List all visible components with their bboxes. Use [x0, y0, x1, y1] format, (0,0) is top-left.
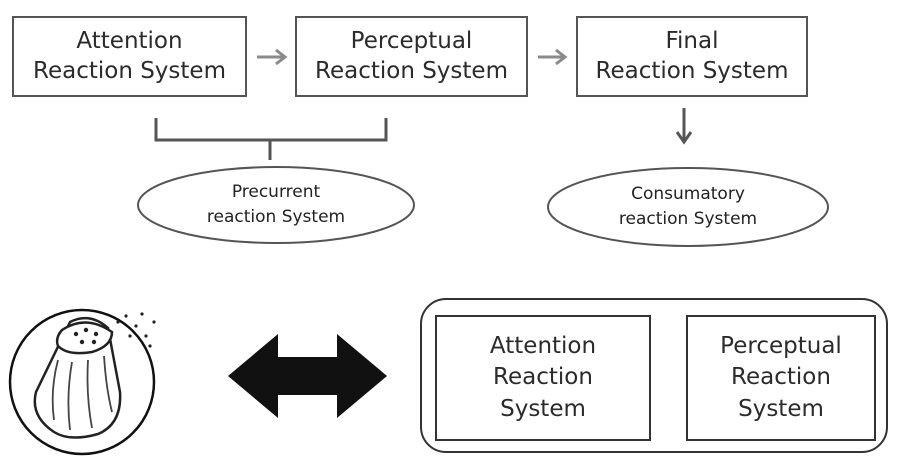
- salt-shaker-icon: [8, 308, 156, 456]
- oval-line: reaction System: [206, 207, 346, 227]
- box-line: Reaction: [493, 364, 593, 391]
- box-line: Attention: [76, 28, 183, 55]
- consumatory-reaction-system-label: Consumatory reaction System: [548, 168, 828, 246]
- consumatory-oval: [547, 167, 829, 247]
- box-line: Perceptual: [350, 28, 473, 55]
- final-reaction-system-box: Final Reaction System: [576, 16, 808, 97]
- panel-attention-reaction-system-box: Attention Reaction System: [435, 315, 651, 441]
- arrow-final-to-consumatory: [675, 108, 693, 145]
- box-line: Attention: [489, 333, 597, 360]
- box-line: Reaction System: [315, 57, 508, 84]
- panel-perceptual-reaction-system-box: Perceptual Reaction System: [686, 315, 876, 441]
- double-arrow-icon: [228, 334, 387, 418]
- precurrent-bracket: [154, 118, 388, 160]
- arrow-perceptual-to-final: [538, 48, 568, 66]
- precurrent-reaction-system-label: Precurrent reaction System: [138, 167, 414, 243]
- box-line: System: [500, 395, 586, 422]
- precurrent-oval: [137, 166, 415, 244]
- box-line: Reaction System: [33, 57, 226, 84]
- box-line: Perceptual: [720, 333, 842, 360]
- box-line: Reaction: [731, 364, 831, 391]
- oval-line: Precurrent: [231, 182, 321, 203]
- box-line: Reaction System: [595, 57, 789, 84]
- box-line: System: [738, 395, 824, 422]
- oval-line: reaction System: [618, 209, 758, 229]
- arrow-attention-to-perceptual: [257, 48, 288, 66]
- perceptual-reaction-system-box: Perceptual Reaction System: [295, 16, 528, 97]
- attention-reaction-system-box: Attention Reaction System: [12, 16, 247, 97]
- oval-line: Consumatory: [631, 184, 745, 205]
- box-line: Final: [665, 28, 719, 55]
